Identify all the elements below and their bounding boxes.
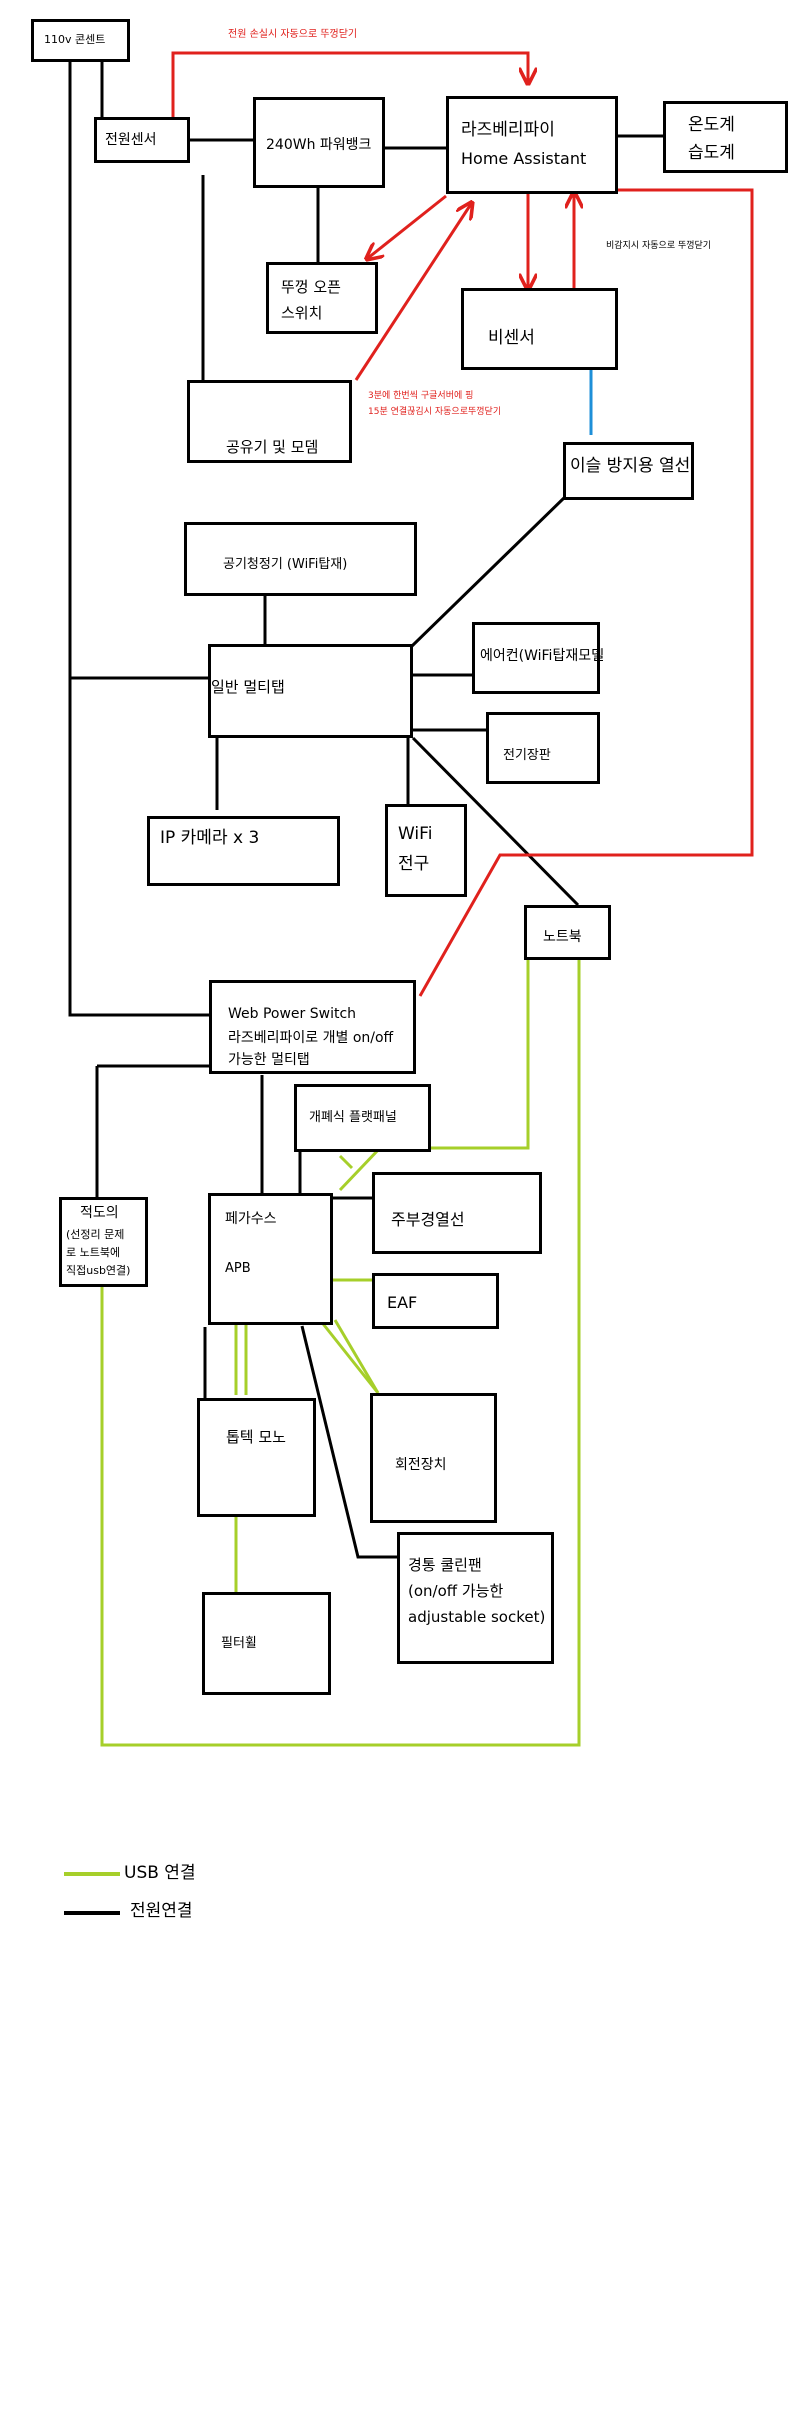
- ping-annotation-2: 15분 연결끊김시 자동으로뚜껑닫기: [368, 407, 502, 417]
- air-purifier-box: 공기청정기 (WiFi탑재): [184, 522, 417, 596]
- web-power-switch-box: Web Power Switch 라즈베리파이로 개별 on/off 가능한 멀…: [209, 980, 416, 1074]
- outlet-label: 110v 콘센트: [44, 33, 106, 46]
- power-bank-label: 240Wh 파워뱅크: [266, 137, 372, 153]
- aircon-label: 에어컨(WiFi탑재모델: [480, 648, 604, 664]
- router-label: 공유기 및 모뎀: [226, 438, 319, 456]
- equatorial-mount-note: (선정리 문제: [66, 1228, 125, 1241]
- notebook-box: 노트북: [524, 905, 611, 960]
- dew-heater-label: 이슬 방지용 열선: [570, 456, 691, 476]
- multitap-box: 일반 멀티탭: [208, 644, 413, 738]
- eaf-label: EAF: [387, 1293, 418, 1312]
- hygrometer-label: 습도계: [688, 143, 735, 163]
- flat-panel-label: 개폐식 플랫패널: [309, 1110, 397, 1125]
- dew-heater-box: 이슬 방지용 열선: [563, 442, 694, 500]
- electric-blanket-box: 전기장판: [486, 712, 600, 784]
- power-bank-box: 240Wh 파워뱅크: [253, 97, 385, 188]
- legend-power-label: 전원연결: [130, 1901, 193, 1921]
- power-loss-annotation: 전원 손실시 자동으로 뚜껑닫기: [228, 29, 358, 40]
- ip-camera-box: IP 카메라 x 3: [147, 816, 340, 886]
- outlet-box: 110v 콘센트: [31, 19, 130, 62]
- electric-blanket-label: 전기장판: [503, 748, 551, 763]
- camera-mono-box: 톱텍 모노: [197, 1398, 316, 1517]
- pegasus-apb-label-2: APB: [225, 1261, 251, 1276]
- rain-sensor-box: 비센서: [461, 288, 618, 370]
- ping-annotation: 3분에 한번씩 구글서버에 핑: [368, 391, 474, 401]
- cooling-fan-label: 경통 쿨린팬: [408, 1556, 482, 1574]
- web-power-switch-desc: 라즈베리파이로 개별 on/off: [228, 1030, 394, 1046]
- thermometer-box: 온도계 습도계: [663, 101, 788, 173]
- ip-camera-label: IP 카메라 x 3: [160, 828, 260, 848]
- pegasus-apb-label: 페가수스: [225, 1211, 277, 1227]
- rain-sensor-label: 비센서: [488, 328, 535, 348]
- pegasus-apb-box: 페가수스 APB: [208, 1193, 333, 1325]
- equatorial-mount-note-2: 로 노트북에: [66, 1246, 121, 1259]
- main-heater-box: 주부경열선: [372, 1172, 542, 1254]
- power-sensor-label: 전원센서: [105, 132, 157, 148]
- lid-switch-box: 뚜껑 오픈 스위치: [266, 262, 378, 334]
- router-box: 공유기 및 모뎀: [187, 380, 352, 463]
- flat-panel-box: 개폐식 플랫패널: [294, 1084, 431, 1152]
- lid-switch-label: 뚜껑 오픈: [281, 278, 341, 296]
- cooling-fan-box: 경통 쿨린팬 (on/off 가능한 adjustable socket): [397, 1532, 554, 1664]
- cooling-fan-note-2: adjustable socket): [408, 1608, 546, 1626]
- notebook-label: 노트북: [543, 929, 582, 945]
- power-sensor-box: 전원센서: [94, 117, 190, 163]
- filter-wheel-label: 필터휠: [221, 1636, 257, 1651]
- lid-switch-label-2: 스위치: [281, 304, 323, 322]
- wifi-bulb-label-2: 전구: [398, 854, 430, 874]
- equatorial-mount-note-3: 직접usb연결): [66, 1264, 131, 1277]
- thermometer-label: 온도계: [688, 115, 735, 135]
- control-wires: [171, 51, 754, 997]
- wifi-bulb-box: WiFi 전구: [385, 804, 467, 897]
- wifi-bulb-label: WiFi: [398, 824, 433, 844]
- aircon-box: 에어컨(WiFi탑재모델: [472, 622, 604, 694]
- web-power-switch-label: Web Power Switch: [228, 1006, 357, 1022]
- equatorial-mount-box: 적도의 (선정리 문제 로 노트북에 직접usb연결): [59, 1197, 148, 1287]
- rain-close-annotation: 비감지시 자동으로 뚜껑닫기: [606, 241, 712, 251]
- main-heater-label: 주부경열선: [391, 1210, 465, 1229]
- equatorial-mount-label: 적도의: [80, 1205, 119, 1221]
- filter-wheel-box: 필터휠: [202, 1592, 331, 1695]
- camera-mono-label: 톱텍 모노: [226, 1428, 286, 1446]
- raspberry-pi-label: 라즈베리파이: [461, 120, 555, 140]
- web-power-switch-desc-2: 가능한 멀티탭: [228, 1052, 310, 1068]
- air-purifier-label: 공기청정기 (WiFi탑재): [223, 557, 348, 572]
- power-wires: [68, 60, 663, 1559]
- rotator-box: 회전장치: [370, 1393, 497, 1523]
- eaf-box: EAF: [372, 1273, 499, 1329]
- rotator-label: 회전장치: [395, 1457, 447, 1473]
- legend-usb-label: USB 연결: [124, 1863, 196, 1883]
- usb-wires: [100, 958, 581, 1747]
- raspberry-pi-box: 라즈베리파이 Home Assistant: [446, 96, 618, 194]
- multitap-label: 일반 멀티탭: [211, 678, 285, 696]
- cooling-fan-note: (on/off 가능한: [408, 1582, 504, 1600]
- home-assistant-label: Home Assistant: [461, 149, 587, 168]
